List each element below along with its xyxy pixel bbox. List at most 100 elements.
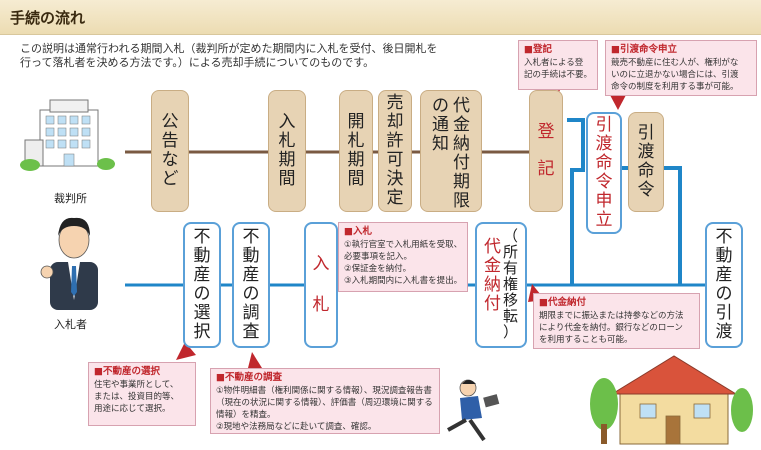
char: 間 xyxy=(347,169,365,189)
char: 調 xyxy=(242,303,260,323)
note-title: ■不動産の選択 xyxy=(94,366,160,377)
char: 渡 xyxy=(715,322,733,342)
char: 引 xyxy=(595,115,613,135)
step-public-notice: 公 告 な ど xyxy=(151,90,189,212)
char: 期 xyxy=(278,150,296,170)
char: 金 xyxy=(453,115,470,135)
char: 代 xyxy=(483,237,501,257)
note-line: ①物件明細書（権利関係に関する情報）、現況調査報告書 xyxy=(216,386,432,396)
bidder-label: 入札者 xyxy=(54,318,87,331)
note-line: 住宅や事業所として、 xyxy=(94,380,179,390)
char: の xyxy=(432,96,449,116)
char: 渡 xyxy=(637,142,655,162)
char: 産 xyxy=(193,265,211,285)
note-line: 情報）を精査。 xyxy=(216,410,276,420)
column: 代 金 納 付 期 限 xyxy=(453,97,470,211)
step-property-selection: 不 動 産 の 選 択 xyxy=(183,222,221,348)
note-line: ②現地や法務局などに赴いて調査、確認。 xyxy=(216,422,377,432)
note-property-selection: ■不動産の選択 住宅や事業所として、 または、投資目的等、 用途に応じて選択。 xyxy=(88,362,196,426)
step-bid: 入 札 xyxy=(304,222,338,348)
char: の xyxy=(242,284,260,304)
step-delivery-order: 引 渡 命 令 xyxy=(628,112,664,212)
note-line: ①執行官室で入札用紙を受取、 xyxy=(344,240,463,250)
note-title: ■引渡命令申立 xyxy=(611,44,677,55)
char: 登 xyxy=(537,122,555,142)
column: 代 金 納 付 xyxy=(484,228,501,314)
note-line: 期限までに振込または持参などの方法 xyxy=(539,311,684,321)
intro-line: この説明は通常行われる期間入札（裁判所が定めた期間内に入札を受付、後日開札を xyxy=(20,42,438,55)
step-registration: 登 記 xyxy=(529,90,563,212)
order-connector xyxy=(567,118,585,285)
char: 札 xyxy=(312,295,330,315)
running-man-icon xyxy=(447,379,500,442)
char: 引 xyxy=(637,123,655,143)
char: 命 xyxy=(595,153,613,173)
court-building-icon xyxy=(20,99,115,171)
char: 可 xyxy=(386,150,404,170)
char: 納 xyxy=(483,275,501,295)
char: 納 xyxy=(453,134,470,154)
note-line: 命令の制度を利用する事が可能。 xyxy=(611,82,739,92)
char: 却 xyxy=(386,112,404,132)
note-line: 記の手続は不要。 xyxy=(524,70,593,80)
note-line: または、投資目的等、 xyxy=(94,392,180,402)
char: の xyxy=(715,284,733,304)
char: 通 xyxy=(432,115,449,135)
char: 申 xyxy=(595,191,613,211)
note-line: を利用することも可能。 xyxy=(539,335,633,345)
char: ど xyxy=(161,169,179,189)
note-line: により代金を納付。銀行などのローン xyxy=(539,323,683,333)
char: 期 xyxy=(453,172,470,192)
note-title: ■入札 xyxy=(344,226,372,237)
char: 開 xyxy=(347,112,365,132)
intro-text: この説明は通常行われる期間入札（裁判所が定めた期間内に入札を受付、後日開札を 行… xyxy=(20,42,500,70)
char: 有 xyxy=(502,259,518,277)
char: 所 xyxy=(502,243,518,261)
note-line: ③入札期間内に入札書を提出。 xyxy=(344,276,463,286)
char: 付 xyxy=(483,294,501,314)
note-line: 用途に応じて選択。 xyxy=(94,404,171,414)
note-title: ■代金納付 xyxy=(539,297,586,308)
char: 移 xyxy=(502,291,518,309)
char: 令 xyxy=(595,172,613,192)
note-title: ■登記 xyxy=(524,44,552,55)
char: 定 xyxy=(386,188,404,208)
step-property-delivery: 不 動 産 の 引 渡 xyxy=(705,222,743,348)
char: （ xyxy=(502,227,518,245)
step-payment-transfer: （ 所 有 権 移 転 ） 代 金 納 付 xyxy=(475,222,527,348)
step-bidding-period: 入 札 期 間 xyxy=(268,90,306,212)
char: 択 xyxy=(193,322,211,342)
column: （ 所 有 権 移 転 ） xyxy=(503,228,518,340)
page-title: 手続の流れ xyxy=(10,9,86,27)
note-bid: ■入札 ①執行官室で入札用紙を受取、 必要事項を記入。 ②保証金を納付。 ③入札… xyxy=(338,222,468,292)
note-registration: ■登記 入札者による登 記の手続は不要。 xyxy=(518,40,598,90)
char: 札 xyxy=(278,131,296,151)
char: 動 xyxy=(242,246,260,266)
step-opening-period: 開 札 期 間 xyxy=(339,90,373,212)
char: 付 xyxy=(453,153,470,173)
note-line: ②保証金を納付。 xyxy=(344,264,412,274)
char: 引 xyxy=(715,303,733,323)
char: 限 xyxy=(453,191,470,211)
step-payment-deadline-notice: 代 金 納 付 期 限 の 通 知 xyxy=(420,90,482,212)
char: ） xyxy=(502,323,518,341)
char: 告 xyxy=(161,131,179,151)
note-pointer xyxy=(176,342,196,360)
char: 入 xyxy=(312,254,330,274)
note-line: （現在の状況に関する情報）、評価書（周辺環境に関する xyxy=(216,398,433,408)
note-line: 入札者による登 xyxy=(524,58,584,68)
char: 許 xyxy=(386,131,404,151)
note-line: いのに立退かない場合には、引渡 xyxy=(611,70,739,80)
char: 選 xyxy=(193,303,211,323)
char: 売 xyxy=(386,93,404,113)
char: 渡 xyxy=(595,134,613,154)
note-pointer xyxy=(610,95,626,110)
char: 代 xyxy=(453,96,470,116)
header-bar: 手続の流れ xyxy=(0,0,761,35)
step-delivery-order-petition: 引 渡 命 令 申 立 xyxy=(586,112,622,234)
column: の 通 知 xyxy=(432,97,449,154)
char: 動 xyxy=(715,246,733,266)
char: 札 xyxy=(347,131,365,151)
note-pointer xyxy=(248,352,262,368)
char: 金 xyxy=(483,256,501,276)
